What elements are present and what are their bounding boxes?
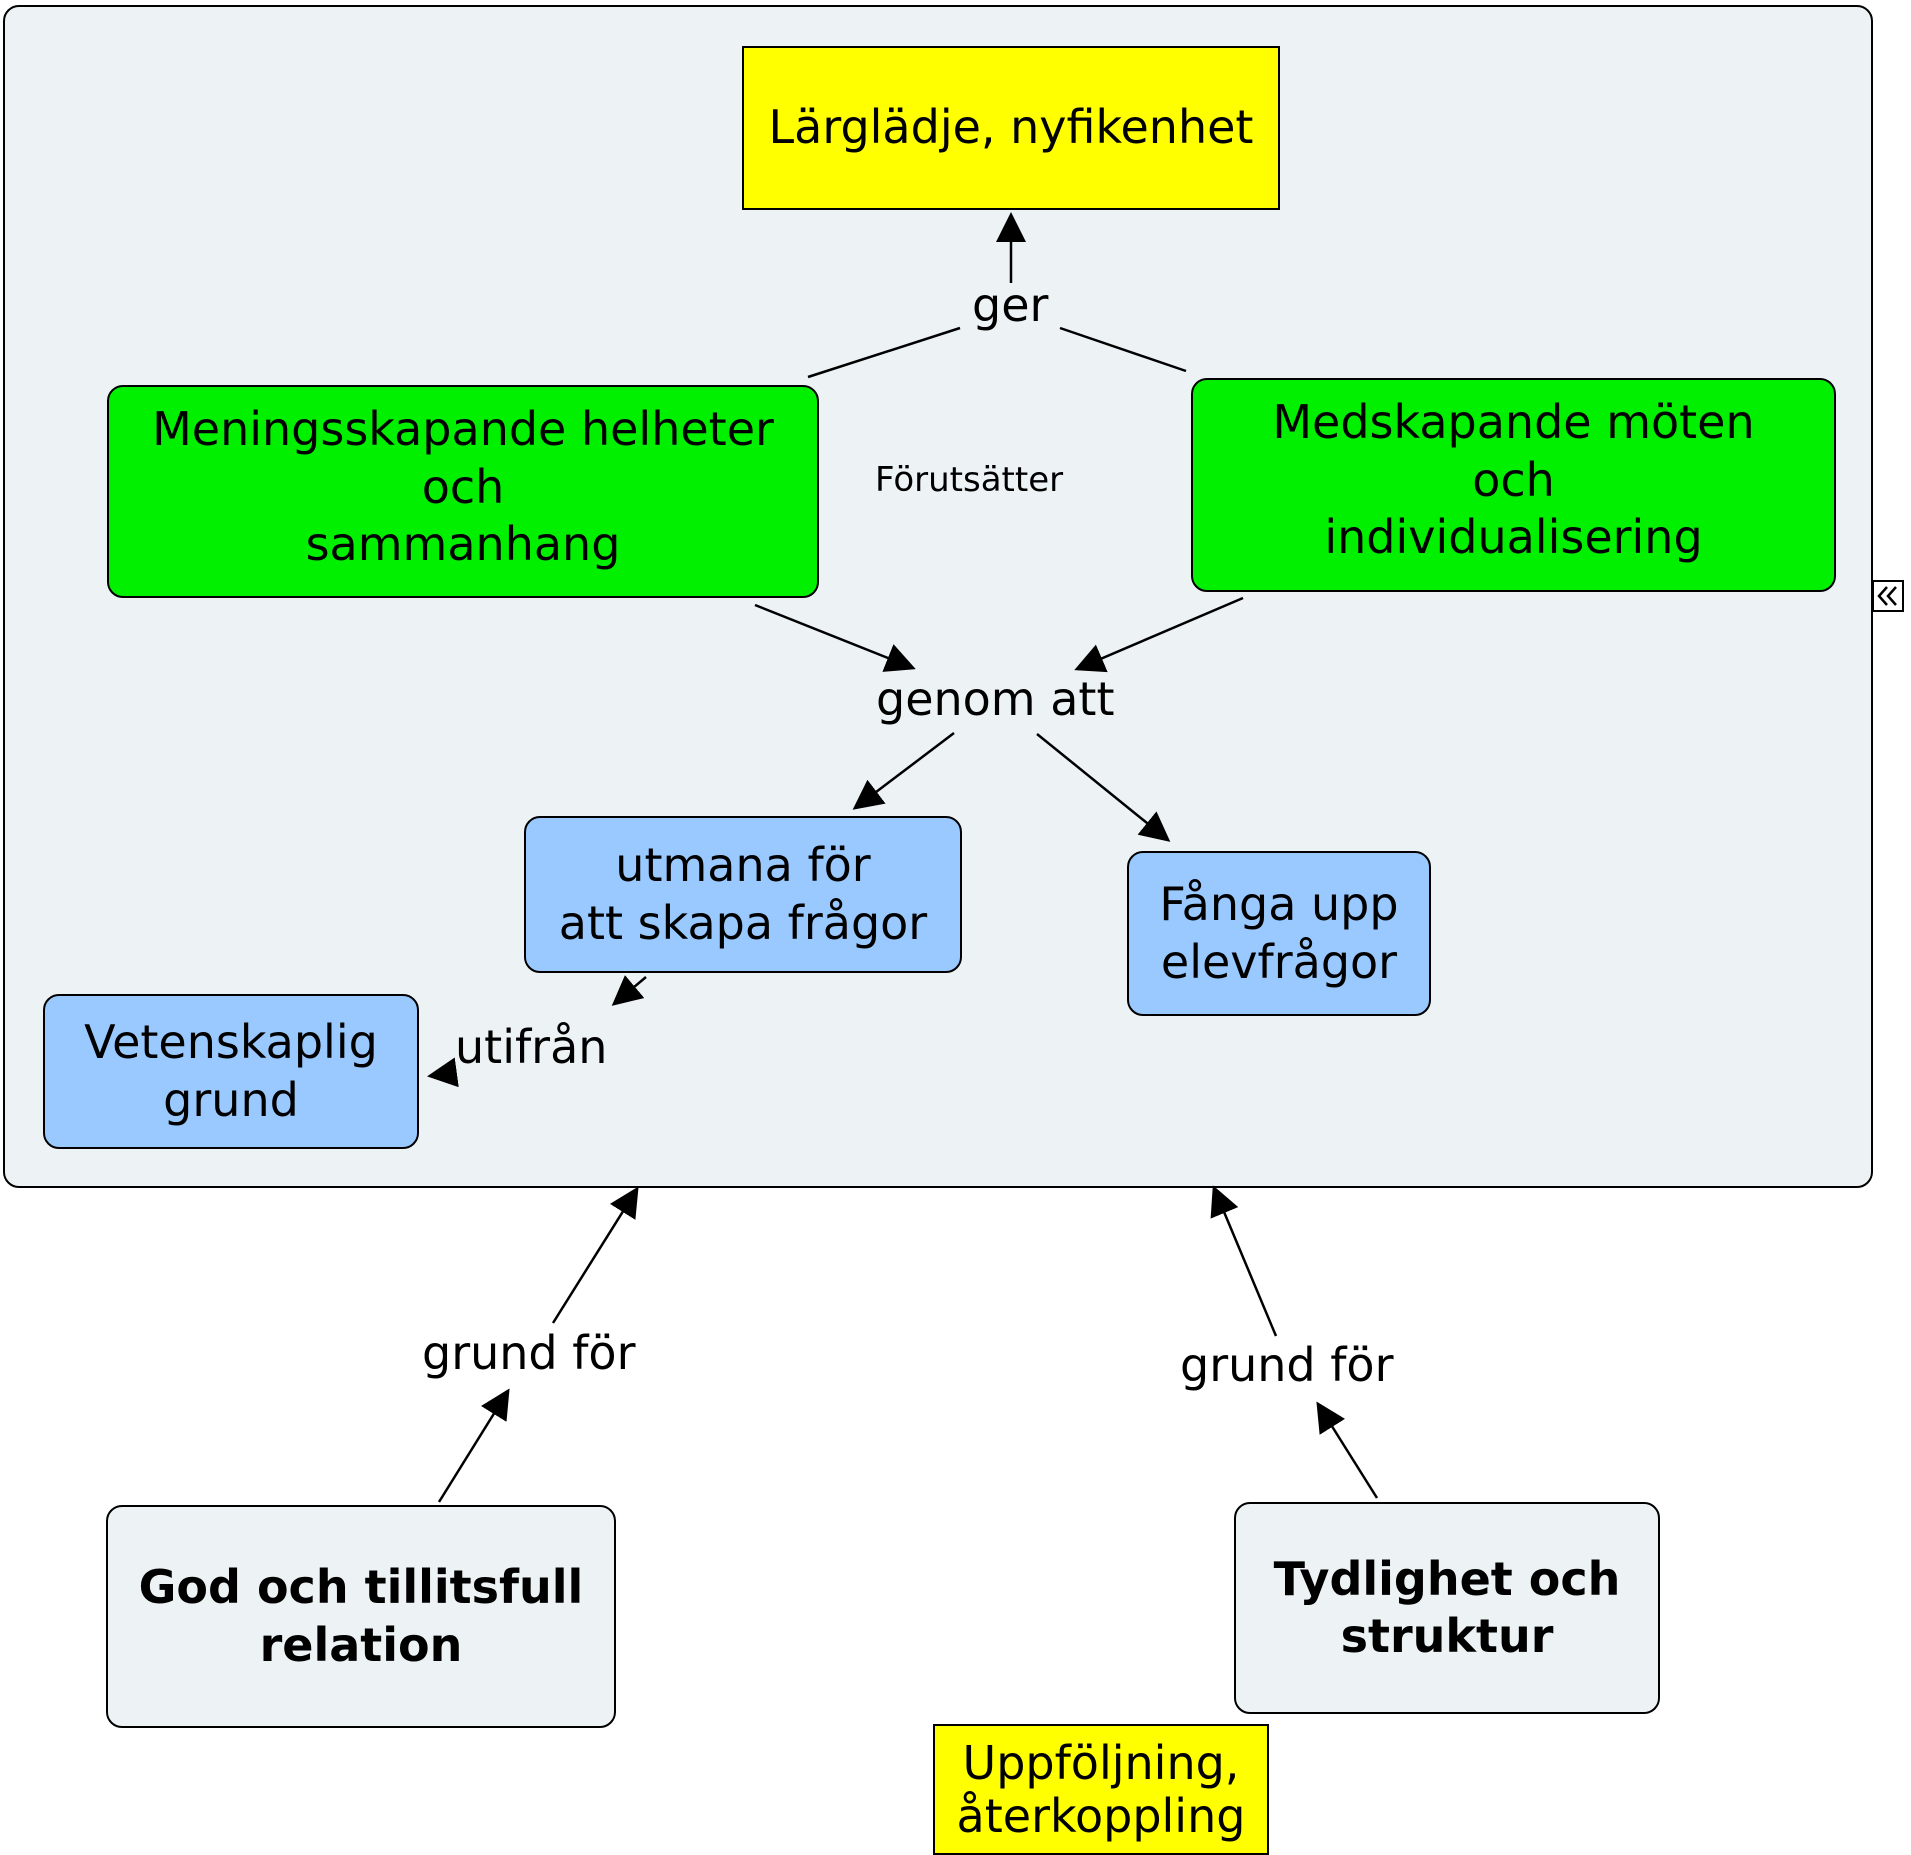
line-god-to-grundfor	[437, 1388, 510, 1503]
link-label-ger: ger	[972, 278, 1049, 332]
collapse-button[interactable]	[1872, 580, 1904, 612]
concept-vetenskaplig-text: Vetenskaplig grund	[84, 1015, 378, 1127]
line-utmana-to-utifran	[611, 975, 647, 1006]
link-label-genom-att: genom att	[876, 672, 1115, 726]
concept-fanga-text: Fånga upp elevfrågor	[1159, 877, 1399, 989]
concept-utmana[interactable]: utmana för att skapa frågor	[524, 816, 962, 973]
concept-uppfoljning[interactable]: Uppföljning, återkoppling	[933, 1724, 1269, 1855]
line-medskapande-to-genom	[1074, 596, 1244, 673]
line-utifran-to-vetenskaplig	[427, 1057, 459, 1088]
concept-larglad[interactable]: Lärglädje, nyfikenhet	[742, 46, 1280, 210]
line-grundfor-to-panel-left	[551, 1186, 639, 1324]
link-label-utifran: utifrån	[455, 1020, 608, 1074]
concept-vetenskaplig[interactable]: Vetenskaplig grund	[43, 994, 419, 1149]
line-meningsskapande-to-ger	[807, 326, 961, 379]
concept-uppfoljning-text: Uppföljning, återkoppling	[956, 1735, 1246, 1843]
concept-utmana-text: utmana för att skapa frågor	[558, 838, 928, 950]
concept-tydlighet-text: Tydlighet och struktur	[1273, 1551, 1621, 1664]
line-meningsskapande-to-genom	[754, 603, 916, 672]
link-label-grund-for-left: grund för	[422, 1326, 636, 1380]
double-chevron-left-icon	[1877, 586, 1897, 606]
line-genom-to-utmana	[852, 732, 955, 810]
line-medskapande-to-ger	[1059, 326, 1187, 373]
concept-medskapande[interactable]: Medskapande möten och individualisering	[1191, 378, 1836, 592]
line-tydlighet-to-grundfor	[1316, 1401, 1379, 1499]
line-grundfor-to-panel-right	[1210, 1185, 1278, 1337]
link-label-grund-for-right: grund för	[1180, 1338, 1394, 1392]
link-label-forutsatter: Förutsätter	[875, 460, 1064, 500]
concept-meningsskapande[interactable]: Meningsskapande helheter och sammanhang	[107, 385, 819, 598]
concept-medskapande-text: Medskapande möten och individualisering	[1272, 395, 1755, 564]
concept-god-relation-text: God och tillitsfull relation	[138, 1560, 584, 1672]
concept-meningsskapande-text: Meningsskapande helheter och sammanhang	[152, 402, 774, 571]
concept-larglad-text: Lärglädje, nyfikenhet	[768, 100, 1254, 155]
line-genom-to-fanga	[1036, 733, 1171, 842]
concept-tydlighet[interactable]: Tydlighet och struktur	[1234, 1502, 1660, 1714]
concept-god-relation[interactable]: God och tillitsfull relation	[106, 1505, 616, 1728]
concept-fanga[interactable]: Fånga upp elevfrågor	[1127, 851, 1431, 1016]
